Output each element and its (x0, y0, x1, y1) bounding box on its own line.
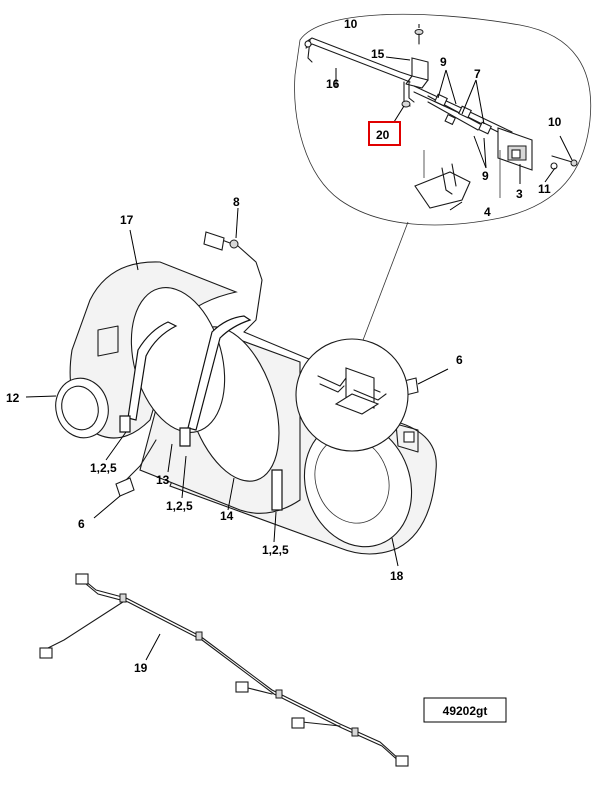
callout-11: 11 (538, 182, 551, 196)
detail-view (294, 13, 592, 349)
callout-4: 4 (484, 205, 491, 219)
callout-6-lower: 6 (78, 517, 85, 531)
wiring-harness-19 (39, 573, 409, 767)
callout-14: 14 (220, 509, 234, 523)
callout-3: 3 (516, 187, 523, 201)
callout-16: 16 (326, 77, 340, 91)
hoses-7 (413, 85, 513, 139)
callout-9-top: 9 (440, 55, 447, 69)
mounting-bracket-4 (414, 150, 501, 209)
pressure-sensor-3 (497, 127, 533, 171)
callout-18: 18 (390, 569, 404, 583)
detail-connector-line (359, 221, 409, 349)
reference-code-box: 49202gt (423, 697, 507, 723)
connector-lower (291, 717, 305, 729)
connector-middle (235, 681, 249, 693)
nut-11 (550, 162, 558, 170)
callout-10-right: 10 (548, 115, 562, 129)
inlet-12 (55, 377, 109, 439)
callout-8: 8 (233, 195, 240, 209)
exhaust-assembly (55, 231, 437, 555)
clamp-13 (119, 315, 283, 511)
callout-20: 20 (376, 128, 390, 142)
callout-6-right: 6 (456, 353, 463, 367)
connector-top-left (75, 573, 89, 585)
reference-code: 49202gt (443, 704, 488, 718)
callout-19: 19 (134, 661, 148, 675)
leader-lines (25, 24, 573, 661)
connector-end (395, 755, 409, 767)
tube-20 (401, 79, 415, 108)
callout-1-2-5-middle: 1,2,5 (166, 499, 193, 513)
sensor-pipe-16 (304, 37, 413, 83)
connector-left (39, 647, 53, 659)
callout-13: 13 (156, 473, 170, 487)
callouts: 10 15 16 9 7 10 9 3 11 4 20 8 17 12 6 1,… (6, 17, 562, 675)
callout-10-top: 10 (344, 17, 358, 31)
callout-7: 7 (474, 67, 481, 81)
callout-12: 12 (6, 391, 20, 405)
screw-10-right (551, 155, 578, 167)
screw-10-top (414, 29, 424, 45)
callout-20-highlight (368, 121, 401, 146)
detail-bubble-outline (294, 13, 592, 226)
callout-1-2-5-left: 1,2,5 (90, 461, 117, 475)
callout-1-2-5-right: 1,2,5 (262, 543, 289, 557)
sensor-6-lower (115, 439, 157, 497)
callout-17: 17 (120, 213, 134, 227)
callout-15: 15 (371, 47, 385, 61)
callout-9-bottom: 9 (482, 169, 489, 183)
magnified-detail-circle (295, 338, 409, 452)
